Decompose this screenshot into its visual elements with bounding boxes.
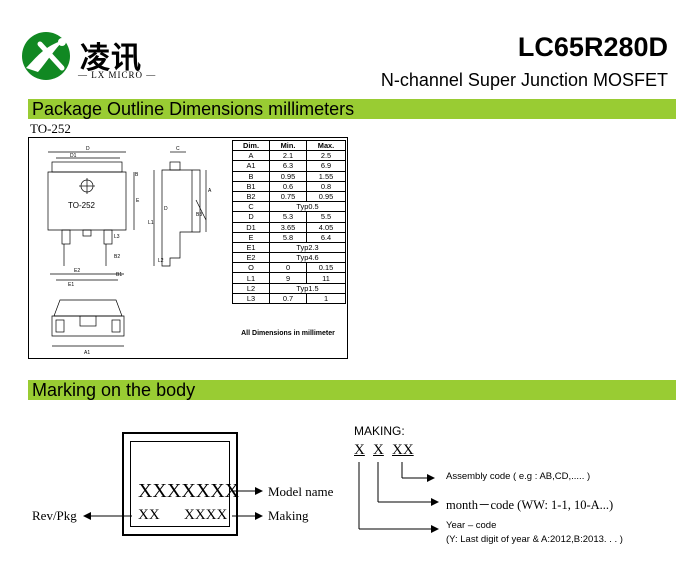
svg-text:B2: B2 [114, 254, 120, 260]
part-number: LC65R280D [517, 32, 668, 62]
rev-pkg-label: Rev/Pkg [32, 508, 77, 523]
svg-text:E1: E1 [68, 282, 74, 288]
table-header-row: Dim. Min. Max. [232, 139, 346, 152]
company-logo [18, 28, 168, 86]
year-code-text: Year – code [446, 520, 497, 531]
svg-text:E: E [136, 198, 140, 204]
assembly-code-text: Assembly code ( e.g : AB,CD,..... ) [446, 471, 591, 482]
marking-line2-making: XXXX [184, 507, 228, 523]
svg-text:L1: L1 [148, 220, 154, 226]
svg-text:L3: L3 [114, 234, 120, 240]
marking-line1: XXXXXXX [138, 480, 240, 502]
package-outline-drawing: D D1 B E TO-252 L3 B2 B1 E2 E1 C A D L1 … [47, 146, 212, 356]
svg-text:D1: D1 [70, 153, 77, 159]
code-char-month: X [373, 442, 384, 458]
svg-text:D: D [86, 146, 90, 152]
marking-inner-box [130, 441, 230, 527]
svg-text:A1: A1 [84, 350, 90, 356]
svg-text:E2: E2 [74, 268, 80, 274]
svg-text:A: A [208, 188, 212, 194]
year-code-note: (Y: Last digit of year & A:2012,B:2013. … [446, 534, 623, 545]
package-drawing-frame [28, 137, 348, 359]
svg-text:D: D [164, 206, 168, 212]
code-char-year: X [354, 442, 365, 458]
svg-text:B3: B3 [196, 212, 202, 218]
marking-line2-rev: XX [138, 507, 160, 523]
svg-text:L2: L2 [158, 258, 164, 264]
model-name-label: Model name [268, 484, 334, 499]
logo-emblem-icon [22, 32, 70, 80]
making-title: MAKING: [354, 424, 405, 438]
marking-outer-box [122, 432, 238, 536]
svg-text:B1: B1 [116, 272, 122, 278]
svg-text:C: C [176, 146, 180, 152]
section-title-package: Package Outline Dimensions millimeters [28, 99, 676, 119]
code-char-assembly: XX [392, 442, 414, 458]
section-title-marking: Marking on the body [28, 380, 676, 400]
package-name: TO-252 [30, 121, 71, 136]
month-code-text: month－code (WW: 1-1, 10-A...) [446, 498, 614, 512]
drawing-package-label: TO-252 [68, 201, 96, 210]
making-label: Making [268, 508, 309, 523]
logo-chinese-name: 凌讯 [80, 41, 142, 76]
part-description: N-channel Super Junction MOSFET [380, 70, 668, 90]
logo-english-name: — LX MICRO — [78, 70, 157, 80]
marking-arrows [83, 462, 439, 533]
svg-text:B: B [135, 172, 139, 178]
dimension-note: All Dimensions in millimeter [241, 330, 335, 337]
